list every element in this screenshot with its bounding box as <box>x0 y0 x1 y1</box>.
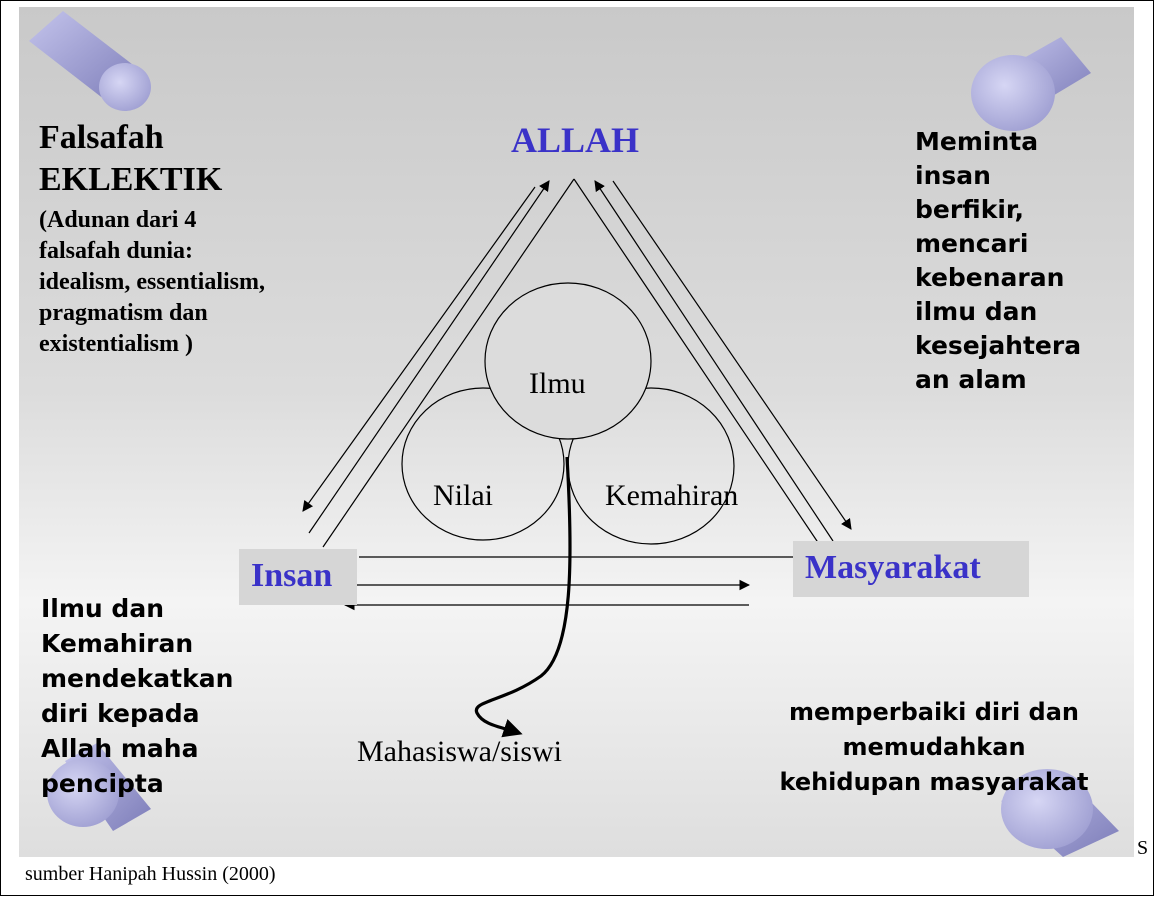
cylinder-icon <box>1001 769 1119 857</box>
circle-ilmu <box>484 282 652 440</box>
meminta-line: an alam <box>915 365 1027 394</box>
falsafah-line: (Adunan dari 4 <box>39 207 197 233</box>
memperbaiki-note: memperbaiki diri dan memudahkan kehidupa… <box>749 695 1119 800</box>
falsafah-line: existentialism ) <box>39 331 193 357</box>
memperbaiki-line: memperbaiki diri dan <box>788 698 1079 726</box>
falsafah-line: pragmatism dan <box>39 300 208 326</box>
meminta-note: Meminta insan berfikir, mencari kebenara… <box>915 125 1081 397</box>
allah-label: ALLAH <box>511 120 640 160</box>
ilmu-kemahiran-line: Kemahiran <box>41 629 194 658</box>
memperbaiki-line: kehidupan masyarakat <box>779 768 1089 796</box>
meminta-line: kebenaran <box>915 263 1065 292</box>
arrow-masyarakat-to-allah <box>594 180 834 542</box>
cylinder-icon <box>47 743 151 831</box>
meminta-line: mencari <box>915 229 1029 258</box>
meminta-line: kesejahtera <box>915 331 1082 360</box>
ilmu-kemahiran-line: Allah maha <box>41 734 199 763</box>
masyarakat-box <box>793 541 1029 597</box>
arrow-allah-to-masyarakat <box>612 180 852 530</box>
insan-label: Insan <box>251 557 333 594</box>
memperbaiki-line: memudahkan <box>842 733 1026 761</box>
nilai-label: Nilai <box>433 479 493 512</box>
circle-nilai <box>401 387 565 541</box>
meminta-line: ilmu dan <box>915 297 1038 326</box>
ilmu-kemahiran-line: mendekatkan <box>41 664 234 693</box>
cylinder-icon <box>29 11 151 111</box>
masyarakat-label: Masyarakat <box>805 549 981 586</box>
falsafah-title-line-2: EKLEKTIK <box>39 161 223 198</box>
falsafah-line: idealism, essentialism, <box>39 269 265 295</box>
ilmu-kemahiran-line: Ilmu dan <box>41 594 164 623</box>
ilmu-kemahiran-note: Ilmu dan Kemahiran mendekatkan diri kepa… <box>41 591 233 801</box>
arrow-allah-to-insan <box>302 186 536 512</box>
insan-box <box>239 549 357 605</box>
falsafah-line: falsafah dunia: <box>39 238 194 264</box>
cylinder-icon <box>971 37 1091 131</box>
falsafah-title: Falsafah EKLEKTIK <box>39 117 222 201</box>
meminta-line: Meminta <box>915 127 1039 156</box>
ilmu-kemahiran-line: diri kepada <box>41 699 200 728</box>
kemahiran-label: Kemahiran <box>605 479 739 512</box>
meminta-line: berfikir, <box>915 195 1025 224</box>
source-caption: sumber Hanipah Hussin (2000) <box>25 863 276 885</box>
mahasiswa-label: Mahasiswa/siswi <box>357 735 562 768</box>
triangle-outline <box>322 178 822 558</box>
arrow-to-mahasiswa <box>474 456 572 738</box>
ilmu-label: Ilmu <box>529 367 586 400</box>
meminta-line: insan <box>915 161 991 190</box>
falsafah-title-line-1: Falsafah <box>39 119 164 156</box>
arrow-insan-to-allah <box>308 180 550 534</box>
ilmu-kemahiran-line: pencipta <box>41 769 164 798</box>
falsafah-description: (Adunan dari 4 falsafah dunia: idealism,… <box>39 205 265 360</box>
stray-letter: S <box>1137 837 1149 859</box>
